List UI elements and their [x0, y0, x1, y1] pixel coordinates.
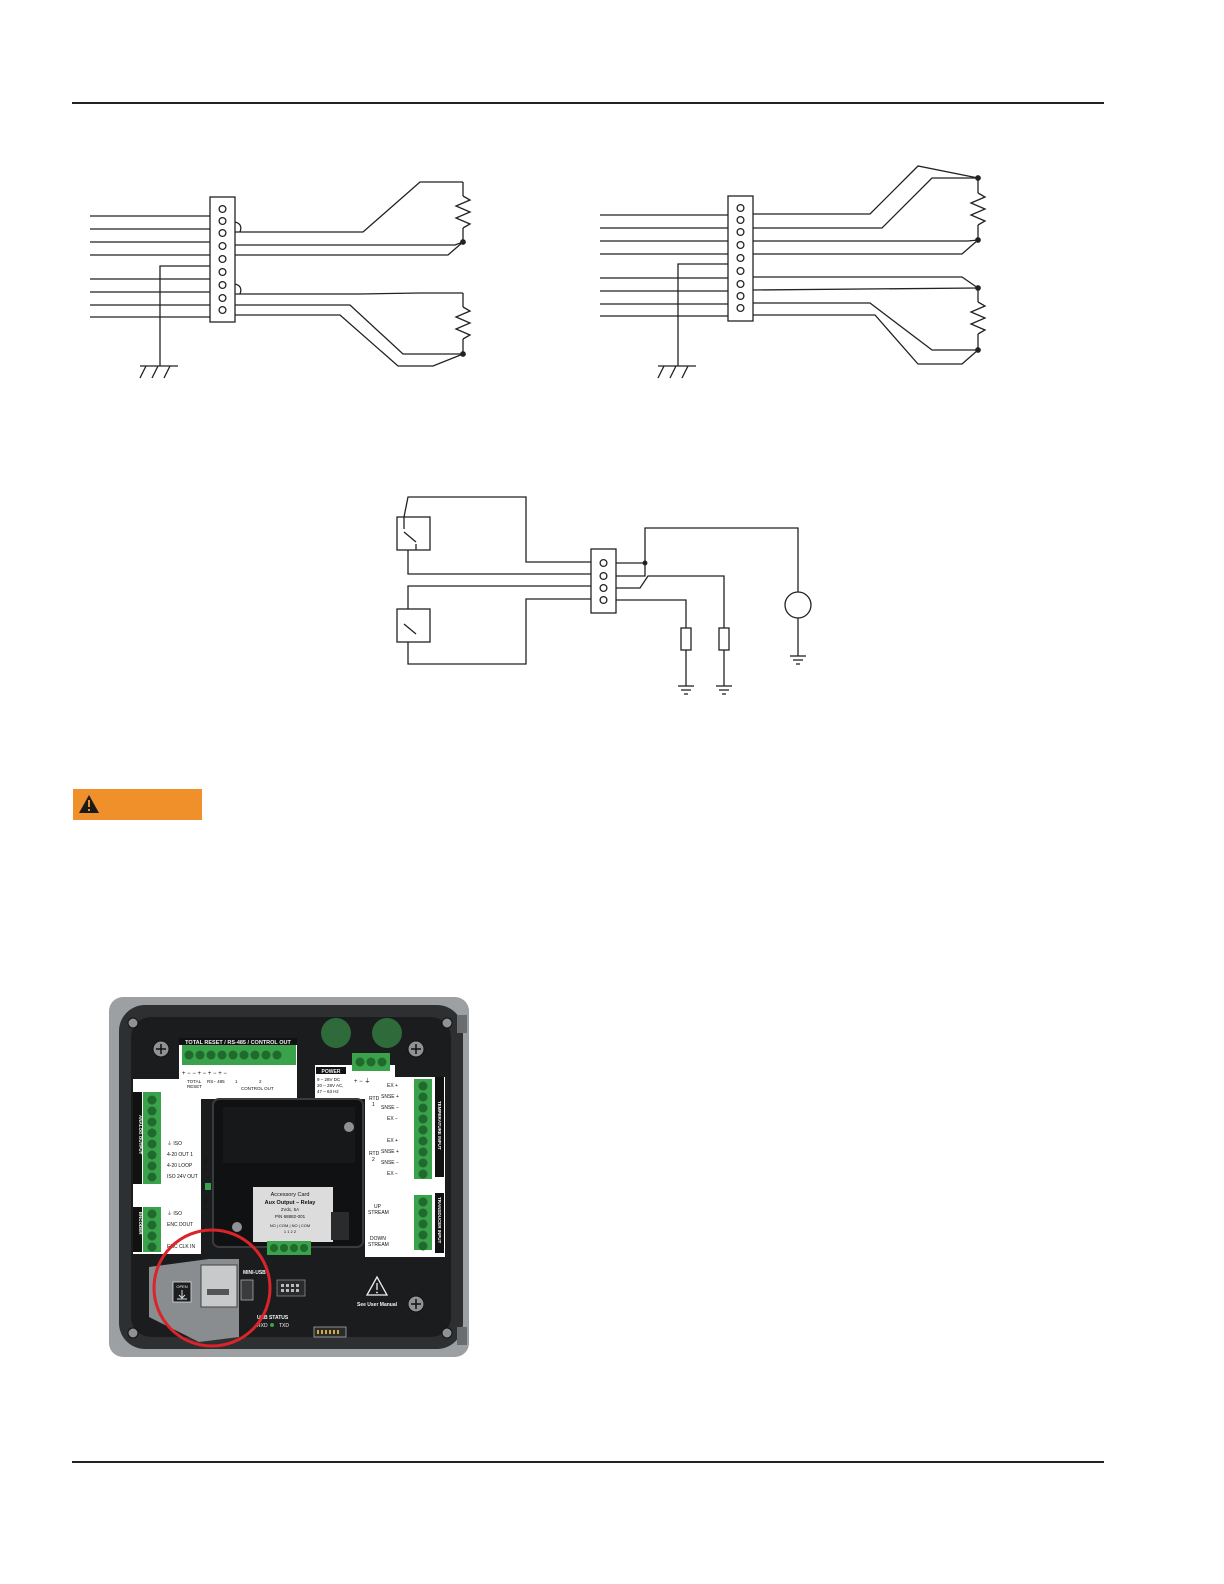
analog-loop-label: 4-20 LOOP: [167, 1163, 193, 1169]
warning-caution-icon: [365, 1275, 389, 1296]
warning-triangle-icon: [79, 795, 99, 813]
control-out-label: CONTROL OUT: [241, 1086, 274, 1091]
cpu1-label: CPU 1: [203, 1157, 208, 1171]
ex-minus-2-label: EX −: [387, 1171, 398, 1177]
see-user-manual-label: See User Manual: [357, 1302, 398, 1308]
analog-out1-label: 4-20 OUT 1: [167, 1152, 193, 1158]
top-terminal-header: TOTAL RESET / RS-485 / CONTROL OUT: [185, 1040, 291, 1046]
card-line-3: 2Vdc, 5A: [281, 1207, 299, 1212]
snse-plus-label: SNSE +: [381, 1094, 399, 1100]
card-line-4: P/N 68882-001: [275, 1214, 306, 1219]
total-reset-label-1: TOTAL: [187, 1079, 202, 1084]
power-spec-1: 9 – 28V DC: [317, 1077, 341, 1082]
temperature-input-label: TEMPERATURE INPUT: [437, 1101, 442, 1150]
down-stream-1-label: DOWN: [370, 1236, 386, 1242]
analog-24v-label: ISO 24V OUT: [167, 1174, 198, 1180]
up-stream-1-label: UP: [374, 1204, 382, 1210]
warning-badge: [73, 789, 202, 820]
header-rule: [72, 102, 1104, 104]
transducer-input-label: TRANSDUCER INPUT: [437, 1197, 442, 1244]
top-terminal-signs: + − − + − + − + −: [182, 1071, 227, 1077]
card-line-5: NO | COM | NO | COM: [270, 1223, 310, 1228]
cpu2-label: CPU 2: [203, 1197, 208, 1211]
rtd2-label: RTD: [369, 1151, 380, 1157]
power-header: POWER: [322, 1069, 341, 1075]
ex-plus-2-label: EX +: [387, 1138, 398, 1144]
ex-minus-label: EX −: [387, 1116, 398, 1122]
usb-status-label: USB STATUS: [257, 1315, 289, 1321]
analog-iso-label: ⏚ ISO: [167, 1140, 182, 1147]
power-spec-3: 47 – 63 Hz: [317, 1089, 340, 1094]
switch-2: [396, 608, 431, 643]
card-line-6: 1 1 2 2: [284, 1229, 297, 1234]
control-out-1-label: 1: [235, 1079, 238, 1084]
card-line-1: Accessory Card: [271, 1192, 310, 1198]
enc-dout-label: ENC DOUT: [167, 1222, 193, 1228]
power-spec-2: 20 – 28V AC,: [317, 1083, 344, 1088]
down-stream-2-label: STREAM: [368, 1242, 389, 1248]
encoder-label: ENCODER: [138, 1212, 143, 1235]
power-signs: + − ⏚: [354, 1078, 370, 1085]
rtd-wiring-diagram-left: [90, 181, 472, 379]
rxd-label: RXD: [257, 1323, 268, 1329]
rtd2-number: 2: [372, 1157, 375, 1163]
terminal-block-right: [727, 195, 754, 322]
enclosure-photo: TOTAL RESET / RS-485 / CONTROL OUT + − −…: [109, 997, 469, 1357]
txd-label: TXD: [279, 1323, 289, 1329]
enc-iso-label: ⏚ ISO: [167, 1210, 182, 1217]
open-label: OPEN: [176, 1284, 187, 1289]
rs485-label: RS− 485: [207, 1079, 225, 1084]
rtd1-number: 1: [372, 1102, 375, 1108]
enc-clk-label: ENC CLK IN: [167, 1244, 195, 1250]
snse-minus-label: SNSE −: [381, 1105, 399, 1111]
up-stream-2-label: STREAM: [368, 1210, 389, 1216]
switch-1: [396, 516, 431, 551]
snse-plus-2-label: SNSE +: [381, 1149, 399, 1155]
ex-plus-label: EX +: [387, 1083, 398, 1089]
card-line-2: Aux Output – Relay: [265, 1200, 317, 1206]
rtd1-label: RTD: [369, 1096, 380, 1102]
switch-wiring-diagram: [396, 496, 812, 695]
arrow-down-icon: [177, 1290, 187, 1300]
snse-minus-2-label: SNSE −: [381, 1160, 399, 1166]
footer-rule: [72, 1461, 1104, 1463]
wiring-diagrams: [90, 165, 987, 695]
total-reset-label-2: RESET: [187, 1084, 202, 1089]
analog-output-label: ANALOG OUTPUT: [138, 1115, 143, 1154]
control-out-2-label: 2: [259, 1079, 262, 1084]
highlight-circle: [152, 1228, 272, 1348]
terminal-block-left: [209, 196, 236, 323]
rtd-wiring-diagram-right: [600, 165, 987, 379]
mini-usb-label: MINI-USB: [243, 1270, 266, 1276]
